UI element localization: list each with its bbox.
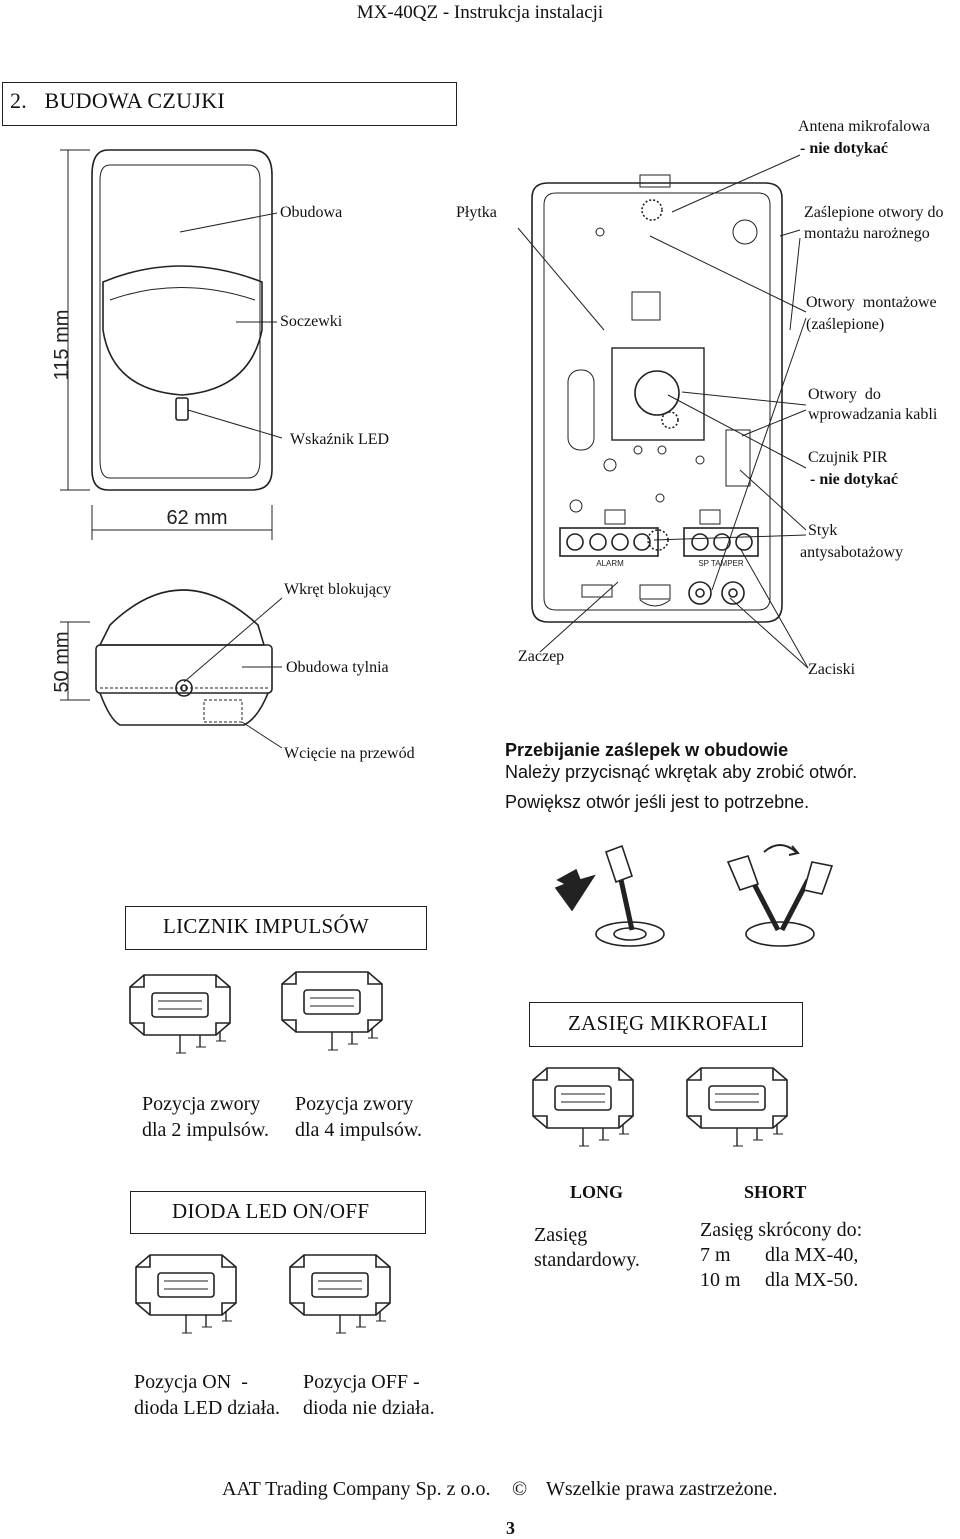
alarm-text: ALARM: [596, 559, 624, 568]
led-off-line1: Pozycja OFF -: [303, 1371, 420, 1393]
label-pcb: Płytka: [456, 204, 497, 221]
label-corner-holes-2: montażu narożnego: [804, 225, 930, 242]
range-short-desc-3b: dla MX-50.: [765, 1269, 859, 1291]
label-pir-1: Czujnik PIR: [808, 449, 888, 466]
jumper-4-pulses: [281, 971, 383, 1051]
knockout-line-2: Powiększ otwór jeśli jest to potrzebne.: [505, 792, 810, 812]
detector-front-housing: [91, 149, 273, 491]
microwave-range-title: ZASIĘG MIKROFALI: [568, 1011, 768, 1035]
range-short-label: SHORT: [744, 1182, 807, 1202]
knockout-screwdriver-twist: [726, 844, 834, 947]
label-antenna-1: Antena mikrofalowa: [798, 118, 930, 135]
label-pir-2: - nie dotykać: [810, 471, 898, 488]
pulse-opt1-line2: dla 2 impulsów.: [142, 1119, 270, 1141]
label-mounting-holes-1: Otwory montażowe: [806, 294, 937, 311]
lens-shape: [102, 265, 263, 396]
label-housing: Obudowa: [280, 204, 343, 221]
led-onoff-title: DIODA LED ON/OFF: [172, 1199, 370, 1223]
led-indicator: [175, 397, 189, 421]
footer-copyright: ©: [512, 1478, 528, 1500]
range-short-desc-2b: dla MX-40,: [765, 1244, 859, 1266]
dim-width-text: 62 mm: [166, 507, 227, 529]
mounting-hole: [688, 581, 712, 605]
label-led-indicator: Wskaźnik LED: [290, 431, 390, 448]
pulse-counter-box: [125, 906, 427, 950]
label-locking-screw: Wkręt blokujący: [284, 581, 392, 598]
label-terminals: Zaciski: [808, 661, 856, 678]
jumper-short: [686, 1067, 788, 1147]
pulse-counter-title: LICZNIK IMPULSÓW: [163, 914, 370, 938]
range-long-desc-2: standardowy.: [534, 1249, 640, 1271]
document-header: MX-40QZ - Instrukcja instalacji: [356, 2, 604, 23]
led-off-line2: dioda nie działa.: [303, 1397, 435, 1419]
label-antenna-2: - nie dotykać: [800, 140, 888, 157]
section-title: 2. BUDOWA CZUJKI: [10, 88, 226, 113]
knockout-line-1: Należy przycisnąć wkrętak aby zrobić otw…: [505, 762, 858, 782]
jumper-long: [532, 1067, 634, 1147]
locking-screw: [175, 679, 193, 697]
knockout-screwdriver-press: [554, 844, 665, 947]
label-cable-notch: Wcięcie na przewód: [284, 745, 415, 762]
label-cable-holes-2: wprowadzania kabli: [808, 406, 938, 423]
range-short-desc-2a: 7 m: [700, 1244, 731, 1266]
pulse-opt2-line2: dla 4 impulsów.: [295, 1119, 423, 1141]
label-tamper-2: antysabotażowy: [800, 544, 904, 561]
label-lenses: Soczewki: [280, 313, 343, 330]
pulse-opt1-line1: Pozycja zwory: [142, 1093, 261, 1115]
microwave-range-box: [529, 1002, 803, 1047]
label-mounting-holes-2: (zaślepione): [806, 316, 885, 333]
pulse-opt2-line1: Pozycja zwory: [295, 1093, 414, 1115]
detector-side-view: [95, 589, 273, 726]
jumper-led-off: [289, 1254, 391, 1334]
led-onoff-box: [130, 1191, 426, 1234]
section-title-box: [2, 82, 457, 126]
label-back-housing: Obudowa tylnia: [286, 659, 389, 676]
footer-rights: Wszelkie prawa zastrzeżone.: [546, 1478, 778, 1500]
jumper-led-on: [135, 1254, 237, 1334]
back-housing-pcb: [531, 174, 783, 623]
mounting-hole: [721, 581, 745, 605]
label-latch: Zaczep: [518, 648, 565, 665]
pir-sensor: [634, 370, 680, 416]
alarm-terminal-block: [559, 527, 659, 557]
led-on-line1: Pozycja ON -: [134, 1371, 248, 1393]
jumper-2-pulses: [129, 974, 231, 1054]
pir-holder: [611, 347, 705, 441]
dim-height-text: 115 mm: [51, 310, 73, 381]
range-short-desc-3a: 10 m: [700, 1269, 741, 1291]
range-short-desc-1: Zasięg skrócony do:: [700, 1219, 863, 1241]
range-long-label: LONG: [570, 1182, 624, 1202]
label-corner-holes-1: Zaślepione otwory do: [804, 204, 944, 221]
tamper-terminal-block: [683, 527, 759, 557]
label-tamper-1: Styk: [808, 522, 838, 539]
led-on-line2: dioda LED działa.: [134, 1397, 281, 1419]
antenna-knockout: [641, 199, 663, 221]
dim-depth-text: 50 mm: [51, 631, 73, 692]
knockout-title: Przebijanie zaślepek w obudowie: [505, 740, 789, 760]
footer-company: AAT Trading Company Sp. z o.o.: [222, 1478, 491, 1500]
tamper-text: SP TAMPER: [698, 559, 744, 568]
label-cable-holes-1: Otwory do: [808, 386, 881, 403]
page-number: 3: [506, 1518, 515, 1538]
range-long-desc-1: Zasięg: [534, 1224, 588, 1246]
